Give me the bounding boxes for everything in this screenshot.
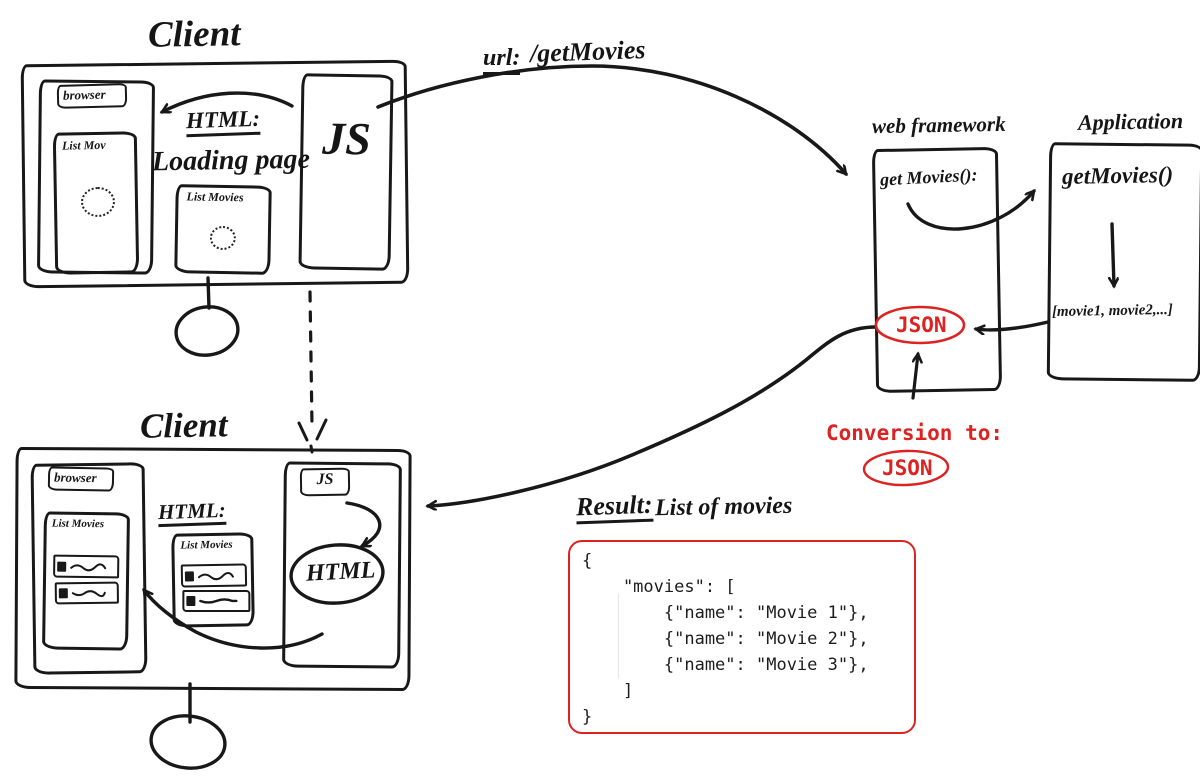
result-sublabel: List of movies (654, 492, 793, 522)
arrow-dashed-client (308, 290, 314, 428)
loading-spinner-icon (80, 186, 116, 218)
url-path: /getMovies (529, 34, 646, 69)
top-js-panel: JS (298, 73, 394, 271)
movie-thumbnail-icon (58, 588, 68, 599)
conversion-label: Conversion to: (826, 421, 1004, 445)
bottom-html-label: HTML: (158, 498, 227, 528)
movie-list-item (54, 581, 119, 605)
application-title: Application (1077, 108, 1184, 135)
application-return-value: [movie1, movie2,...] (1051, 301, 1173, 321)
bottom-js-label: JS (316, 470, 334, 489)
web-framework-title: web framework (871, 111, 1006, 139)
loading-page-label: Loading page (151, 143, 311, 178)
squiggle-icon (199, 598, 238, 604)
html-oval-label: HTML (305, 557, 376, 587)
conversion-json-badge: JSON (882, 456, 933, 480)
top-browser-label: browser (62, 86, 106, 103)
application-method: getMovies() (1061, 162, 1174, 189)
bottom-js-tab: JS (299, 467, 351, 497)
arrow-request-url (376, 64, 848, 174)
top-page-title: List Mov (61, 137, 106, 153)
bottom-page-title: List Movies (51, 517, 105, 531)
json-badge: JSON (896, 313, 947, 337)
arrow-dashed-head (297, 418, 328, 454)
indent-guide (618, 594, 619, 678)
squiggle-icon (71, 590, 106, 598)
bottom-client-title: Client (139, 405, 228, 446)
url-label: url: (483, 45, 521, 76)
top-browser-tab: browser (56, 83, 128, 109)
movie-thumbnail-icon (184, 570, 195, 581)
json-result-box: { "movies": [ {"name": "Movie 1"}, {"nam… (568, 540, 916, 734)
top-js-label: JS (321, 112, 372, 165)
bottom-html-card-title: List Movies (180, 538, 233, 552)
bottom-browser-page: List Movies (42, 511, 130, 651)
top-browser-page: List Mov (52, 131, 140, 275)
bottom-html-card: List Movies (171, 532, 255, 628)
movie-list-item (53, 554, 120, 579)
top-list-movies-card: List Movies (174, 184, 272, 275)
result-label: Result: (575, 490, 654, 525)
top-list-movies-title: List Movies (186, 189, 244, 205)
movie-thumbnail-icon (186, 595, 196, 606)
bottom-browser-label: browser (53, 469, 97, 486)
bottom-browser-tab: browser (47, 466, 115, 492)
arrow-result-to-client (428, 325, 878, 506)
squiggle-icon (197, 571, 234, 580)
movie-list-item (180, 563, 248, 588)
loading-spinner-icon (209, 225, 237, 251)
top-client-title: Client (147, 13, 241, 56)
movie-thumbnail-icon (57, 561, 67, 572)
bottom-monitor-base (149, 714, 227, 770)
squiggle-icon (70, 562, 107, 571)
top-monitor-base (174, 305, 240, 357)
json-result-code: { "movies": [ {"name": "Movie 1"}, {"nam… (582, 551, 869, 727)
movie-list-item (182, 589, 251, 612)
top-html-label: HTML: (185, 106, 261, 138)
